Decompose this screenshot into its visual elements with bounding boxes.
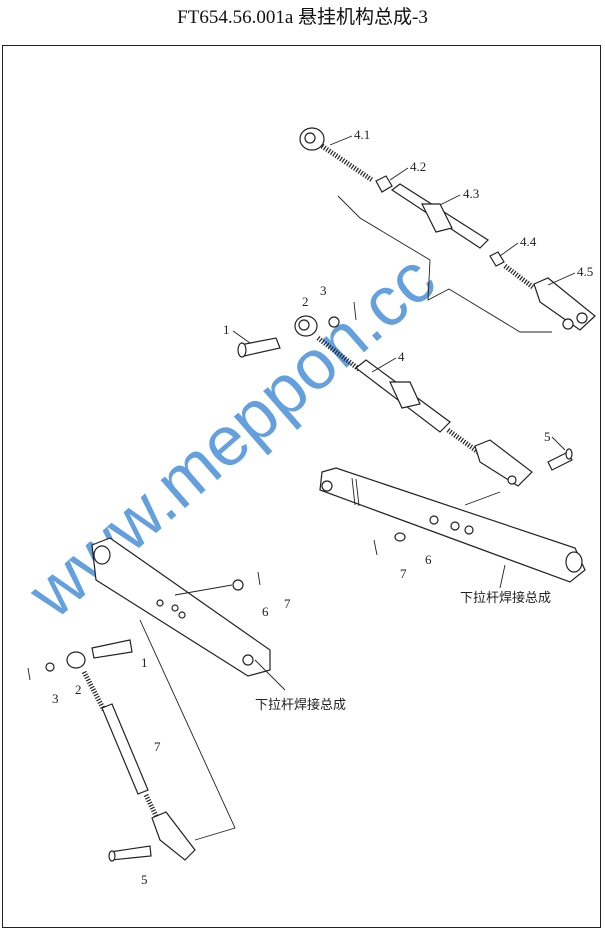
pin-1-left bbox=[91, 639, 133, 659]
callout-3: 3 bbox=[320, 283, 327, 298]
turnbuckle-left bbox=[101, 703, 149, 795]
washer-6-left bbox=[232, 579, 244, 591]
callout-5-left: 5 bbox=[141, 872, 148, 887]
top-link-exploded bbox=[299, 127, 596, 333]
clevis-left bbox=[151, 811, 196, 861]
callout-4-5: 4.5 bbox=[577, 264, 593, 279]
cotter-pin-7-left bbox=[257, 571, 261, 586]
callout-3-left: 3 bbox=[52, 691, 59, 706]
washer-2-left bbox=[45, 662, 55, 672]
callouts: 4.1 4.2 4.3 4.4 4.5 3 2 1 4 5 6 7 6 7 1 … bbox=[52, 127, 593, 887]
threaded-rod-4-1 bbox=[320, 143, 374, 183]
callout-1: 1 bbox=[223, 322, 230, 337]
drawing-title: FT654.56.001a 悬挂机构总成-3 bbox=[177, 7, 428, 28]
lower-link-arm-left bbox=[91, 537, 271, 677]
callout-6-left: 6 bbox=[262, 604, 269, 619]
callout-4-2: 4.2 bbox=[410, 159, 426, 174]
lower-link-right bbox=[319, 467, 586, 589]
assembly-bracket-line bbox=[337, 195, 552, 333]
callout-1-left: 1 bbox=[141, 655, 148, 670]
callout-2-left: 2 bbox=[75, 682, 82, 697]
washer-2 bbox=[328, 316, 340, 328]
callout-4-1: 4.1 bbox=[354, 127, 370, 142]
cotter-pin-3 bbox=[353, 301, 357, 321]
lower-link-weld-assembly-label-right: 下拉杆焊接总成 bbox=[460, 590, 551, 606]
cotter-pin-7 bbox=[373, 539, 378, 556]
nut-4-4 bbox=[489, 251, 505, 267]
callout-4-4: 4.4 bbox=[520, 234, 537, 249]
watermark: www.meppon.cc bbox=[13, 239, 450, 633]
top-link-assembled bbox=[237, 301, 573, 487]
drawing-frame bbox=[2, 45, 601, 928]
clevis bbox=[474, 439, 533, 487]
ball-joint-left bbox=[66, 651, 86, 669]
callout-4: 4 bbox=[398, 349, 405, 364]
threaded-rod-4-5 bbox=[503, 264, 536, 290]
callout-4-3: 4.3 bbox=[463, 186, 479, 201]
callout-5: 5 bbox=[544, 429, 551, 444]
callout-7-left: 7 bbox=[284, 596, 291, 611]
callout-2: 2 bbox=[302, 294, 309, 309]
nut-4-2 bbox=[375, 175, 393, 193]
callout-6: 6 bbox=[425, 552, 432, 567]
callout-7-lower: 7 bbox=[154, 739, 161, 754]
cotter-pin-3-left bbox=[27, 667, 31, 681]
pin-5-left bbox=[109, 845, 152, 861]
callout-7: 7 bbox=[400, 566, 407, 581]
lower-link-left bbox=[27, 537, 286, 862]
washer-6 bbox=[394, 532, 406, 542]
lower-link-weld-assembly-label-left: 下拉杆焊接总成 bbox=[255, 697, 346, 713]
